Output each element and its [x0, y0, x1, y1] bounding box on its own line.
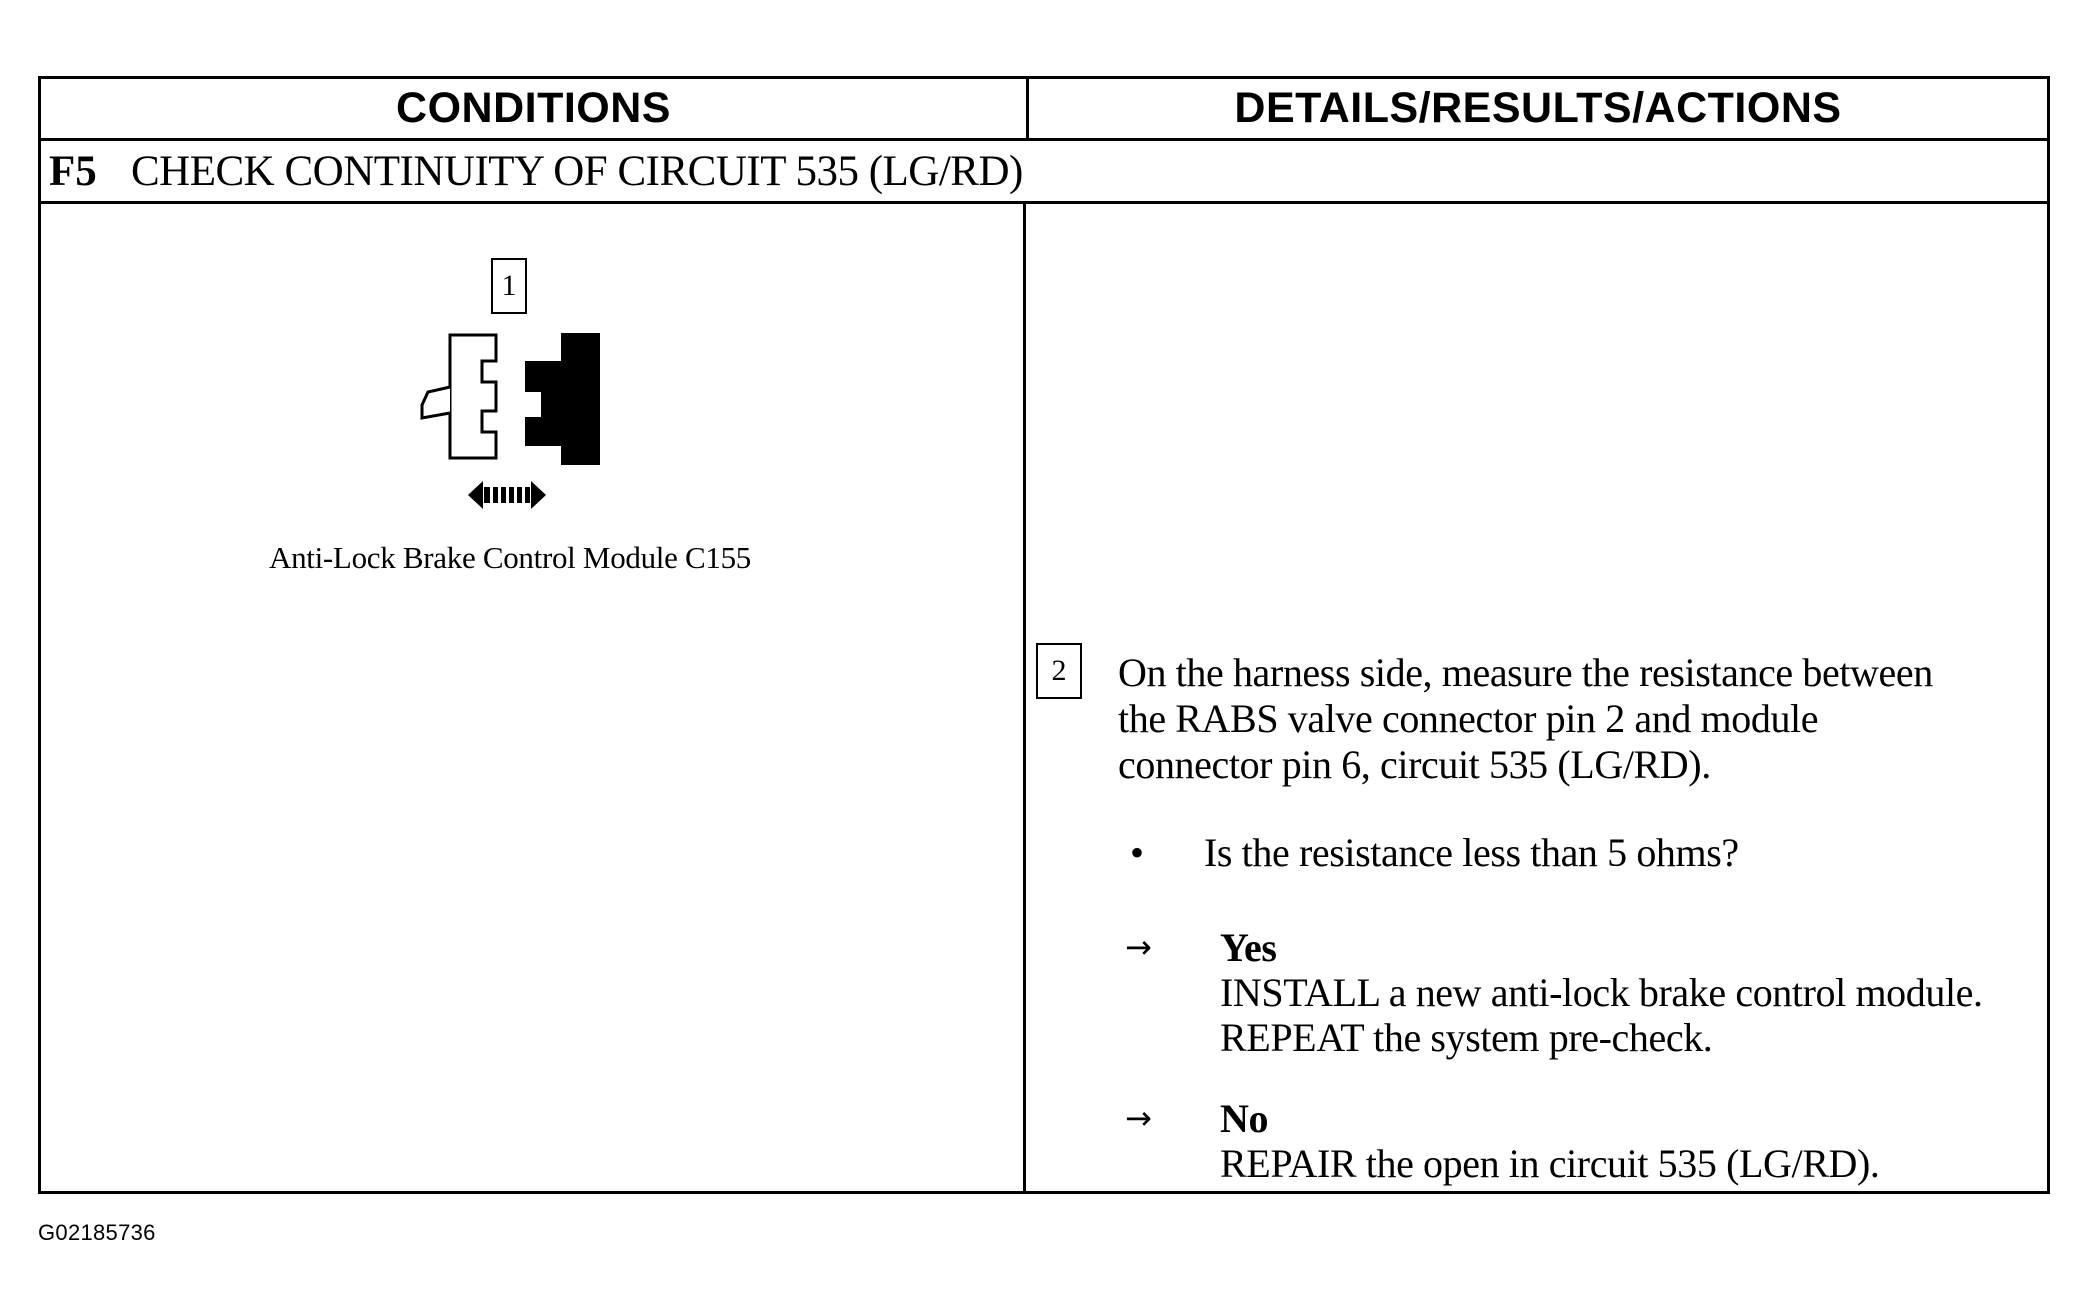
body-column-divider — [1023, 201, 1026, 1191]
step-title-row: F5 CHECK CONTINUITY OF CIRCUIT 535 (LG/R… — [41, 141, 1023, 201]
callout-1: 1 — [491, 258, 527, 314]
measurement-instruction: On the harness side, measure the resista… — [1118, 650, 1933, 787]
step-title: CHECK CONTINUITY OF CIRCUIT 535 (LG/RD) — [131, 147, 1023, 195]
header-column-divider — [1026, 79, 1029, 138]
conditions-header: CONDITIONS — [396, 84, 671, 132]
step-divider — [41, 201, 2047, 204]
answer-label: Yes — [1220, 925, 1277, 970]
bullet-icon: • — [1130, 830, 1144, 875]
diagnostic-table: CONDITIONS DETAILS/RESULTS/ACTIONS F5 CH… — [38, 76, 2050, 1194]
question-text: Is the resistance less than 5 ohms? — [1204, 830, 1739, 875]
figure-id: G02185736 — [38, 1220, 156, 1245]
answer-label: No — [1220, 1096, 1269, 1141]
arrow-right-icon: → — [1125, 1099, 1152, 1137]
callout-2: 2 — [1036, 643, 1082, 699]
answer-action: REPAIR the open in circuit 535 (LG/RD). — [1220, 1141, 1880, 1186]
connector-caption: Anti-Lock Brake Control Module C155 — [269, 540, 751, 575]
question-line: • Is the resistance less than 5 ohms? — [1118, 830, 1739, 876]
answer-action: INSTALL a new anti-lock brake control mo… — [1220, 970, 1983, 1060]
step-id: F5 — [49, 147, 97, 195]
details-header: DETAILS/RESULTS/ACTIONS — [1234, 84, 1842, 132]
header-divider — [41, 138, 2047, 141]
arrow-right-icon: → — [1125, 928, 1152, 966]
connector-disconnect-icon — [370, 245, 600, 515]
